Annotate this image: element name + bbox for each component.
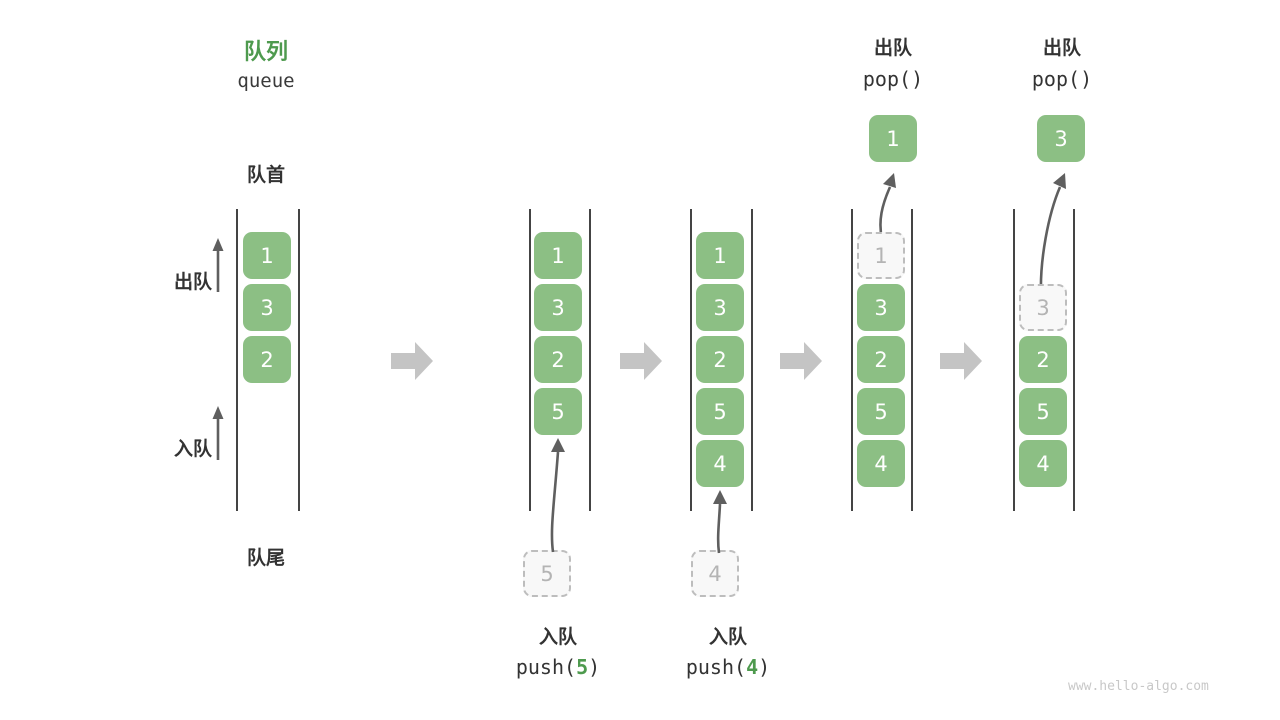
flow-arrow-icon <box>940 342 982 380</box>
rail-right-1 <box>298 209 300 511</box>
code-prefix: push( <box>685 655 747 679</box>
queue-title-en: queue <box>237 70 295 92</box>
queue-node: 4 <box>696 440 744 487</box>
queue-node: 2 <box>243 336 291 383</box>
queue-node-ghost: 1 <box>857 232 905 279</box>
code-prefix: pop( <box>862 67 912 91</box>
pop3-label-code: pop() <box>982 67 1142 91</box>
queue-node: 3 <box>243 284 291 331</box>
rail-right-4 <box>911 209 913 511</box>
rail-right-2 <box>589 209 591 511</box>
queue-node: 5 <box>696 388 744 435</box>
incoming-node-ghost: 4 <box>691 550 739 597</box>
code-suffix: ) <box>588 655 601 679</box>
push5-label-code: push(5) <box>478 655 638 679</box>
pop-arrow <box>1039 173 1066 294</box>
front-label: 队首 <box>246 164 285 186</box>
queue-node: 5 <box>534 388 582 435</box>
queue-node: 4 <box>1019 440 1067 487</box>
pop3-label-cn: 出队 <box>1042 37 1081 59</box>
queue-node: 1 <box>243 232 291 279</box>
code-suffix: ) <box>758 655 771 679</box>
rear-label: 队尾 <box>246 547 285 569</box>
code-prefix: push( <box>515 655 577 679</box>
code-arg: 5 <box>576 655 589 679</box>
push4-label-cn: 入队 <box>708 626 747 648</box>
queue-node: 1 <box>696 232 744 279</box>
queue-node: 4 <box>857 440 905 487</box>
flow-arrow-icon <box>620 342 662 380</box>
queue-node-ghost: 3 <box>1019 284 1067 331</box>
push4-label-code: push(4) <box>648 655 808 679</box>
popped-node: 3 <box>1037 115 1085 162</box>
queue-node: 5 <box>857 388 905 435</box>
queue-node: 3 <box>857 284 905 331</box>
rail-left-4 <box>851 209 853 511</box>
dequeue-side-label: 出队 <box>173 271 212 293</box>
queue-node: 1 <box>534 232 582 279</box>
pop1-label-code: pop() <box>813 67 973 91</box>
code-suffix: ) <box>911 67 924 91</box>
queue-node: 2 <box>857 336 905 383</box>
rail-left-5 <box>1013 209 1015 511</box>
code-suffix: ) <box>1080 67 1093 91</box>
incoming-node-ghost: 5 <box>523 550 571 597</box>
queue-node: 3 <box>696 284 744 331</box>
pop1-label-cn: 出队 <box>873 37 912 59</box>
push-arrow <box>550 438 565 553</box>
enqueue-side-label: 入队 <box>173 438 212 460</box>
flow-arrow-icon <box>391 342 433 380</box>
push5-label-cn: 入队 <box>538 626 577 648</box>
queue-node: 5 <box>1019 388 1067 435</box>
queue-title-cn: 队列 <box>243 40 288 65</box>
queue-node: 2 <box>534 336 582 383</box>
rail-left-2 <box>529 209 531 511</box>
rail-right-3 <box>751 209 753 511</box>
rail-left-1 <box>236 209 238 511</box>
code-arg: 4 <box>746 655 759 679</box>
rail-right-5 <box>1073 209 1075 511</box>
queue-node: 2 <box>1019 336 1067 383</box>
watermark: www.hello-algo.com <box>1068 679 1209 694</box>
queue-node: 3 <box>534 284 582 331</box>
push-arrow <box>713 490 727 554</box>
queue-node: 2 <box>696 336 744 383</box>
flow-arrow-icon <box>780 342 822 380</box>
popped-node: 1 <box>869 115 917 162</box>
rail-left-3 <box>690 209 692 511</box>
code-prefix: pop( <box>1031 67 1081 91</box>
